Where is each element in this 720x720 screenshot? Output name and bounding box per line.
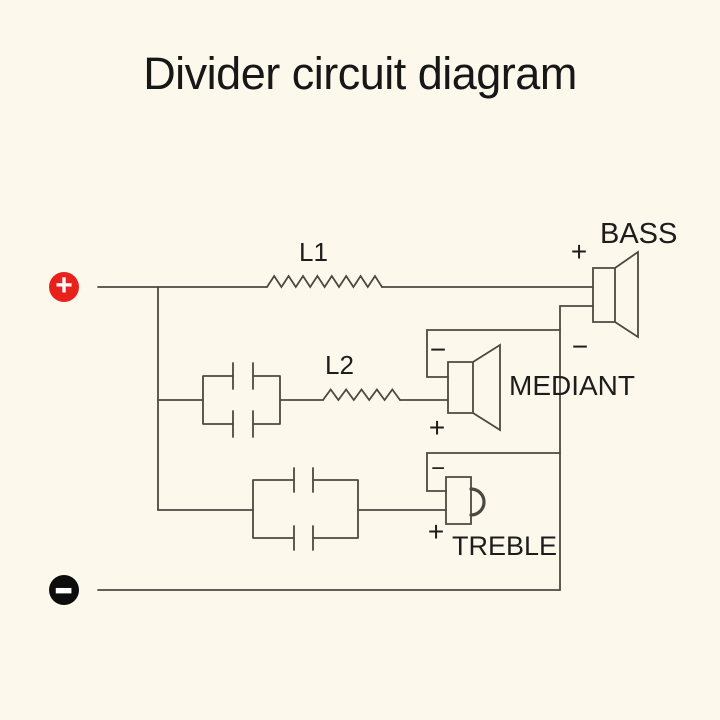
treble-negative-loop (426, 452, 561, 492)
speaker-treble-dome-icon (469, 487, 486, 517)
speaker-mediant-icon (447, 343, 501, 432)
mediant-negative-loop (426, 329, 561, 378)
capacitor-bank-treble-icon (252, 467, 359, 551)
negative-terminal-symbol: − (54, 561, 74, 619)
treble-plus-sign: + (427, 516, 445, 547)
mediant-minus-sign: − (429, 334, 447, 365)
inductor-l2-label: L2 (325, 350, 354, 380)
positive-terminal-symbol: + (55, 269, 73, 302)
positive-terminal: + (49, 269, 79, 302)
inductor-l2-icon (322, 387, 401, 402)
inductor-l1-label: L1 (299, 237, 328, 267)
bass-minus-sign: − (571, 331, 589, 362)
treble-minus-sign: − (430, 455, 445, 482)
page-title: Divider circuit diagram (143, 48, 577, 99)
inductor-l1-icon (266, 274, 383, 289)
capacitor-bank-mediant-icon (202, 362, 281, 438)
mediant-plus-sign: + (428, 412, 446, 443)
speaker-treble-label: TREBLE (452, 531, 558, 561)
speaker-bass-icon (592, 250, 639, 339)
speaker-treble-icon (445, 476, 472, 525)
negative-terminal: − (49, 565, 79, 615)
speaker-mediant-label: MEDIANT (509, 370, 635, 401)
bass-plus-sign: + (570, 236, 588, 267)
speaker-bass-label: BASS (600, 218, 678, 250)
